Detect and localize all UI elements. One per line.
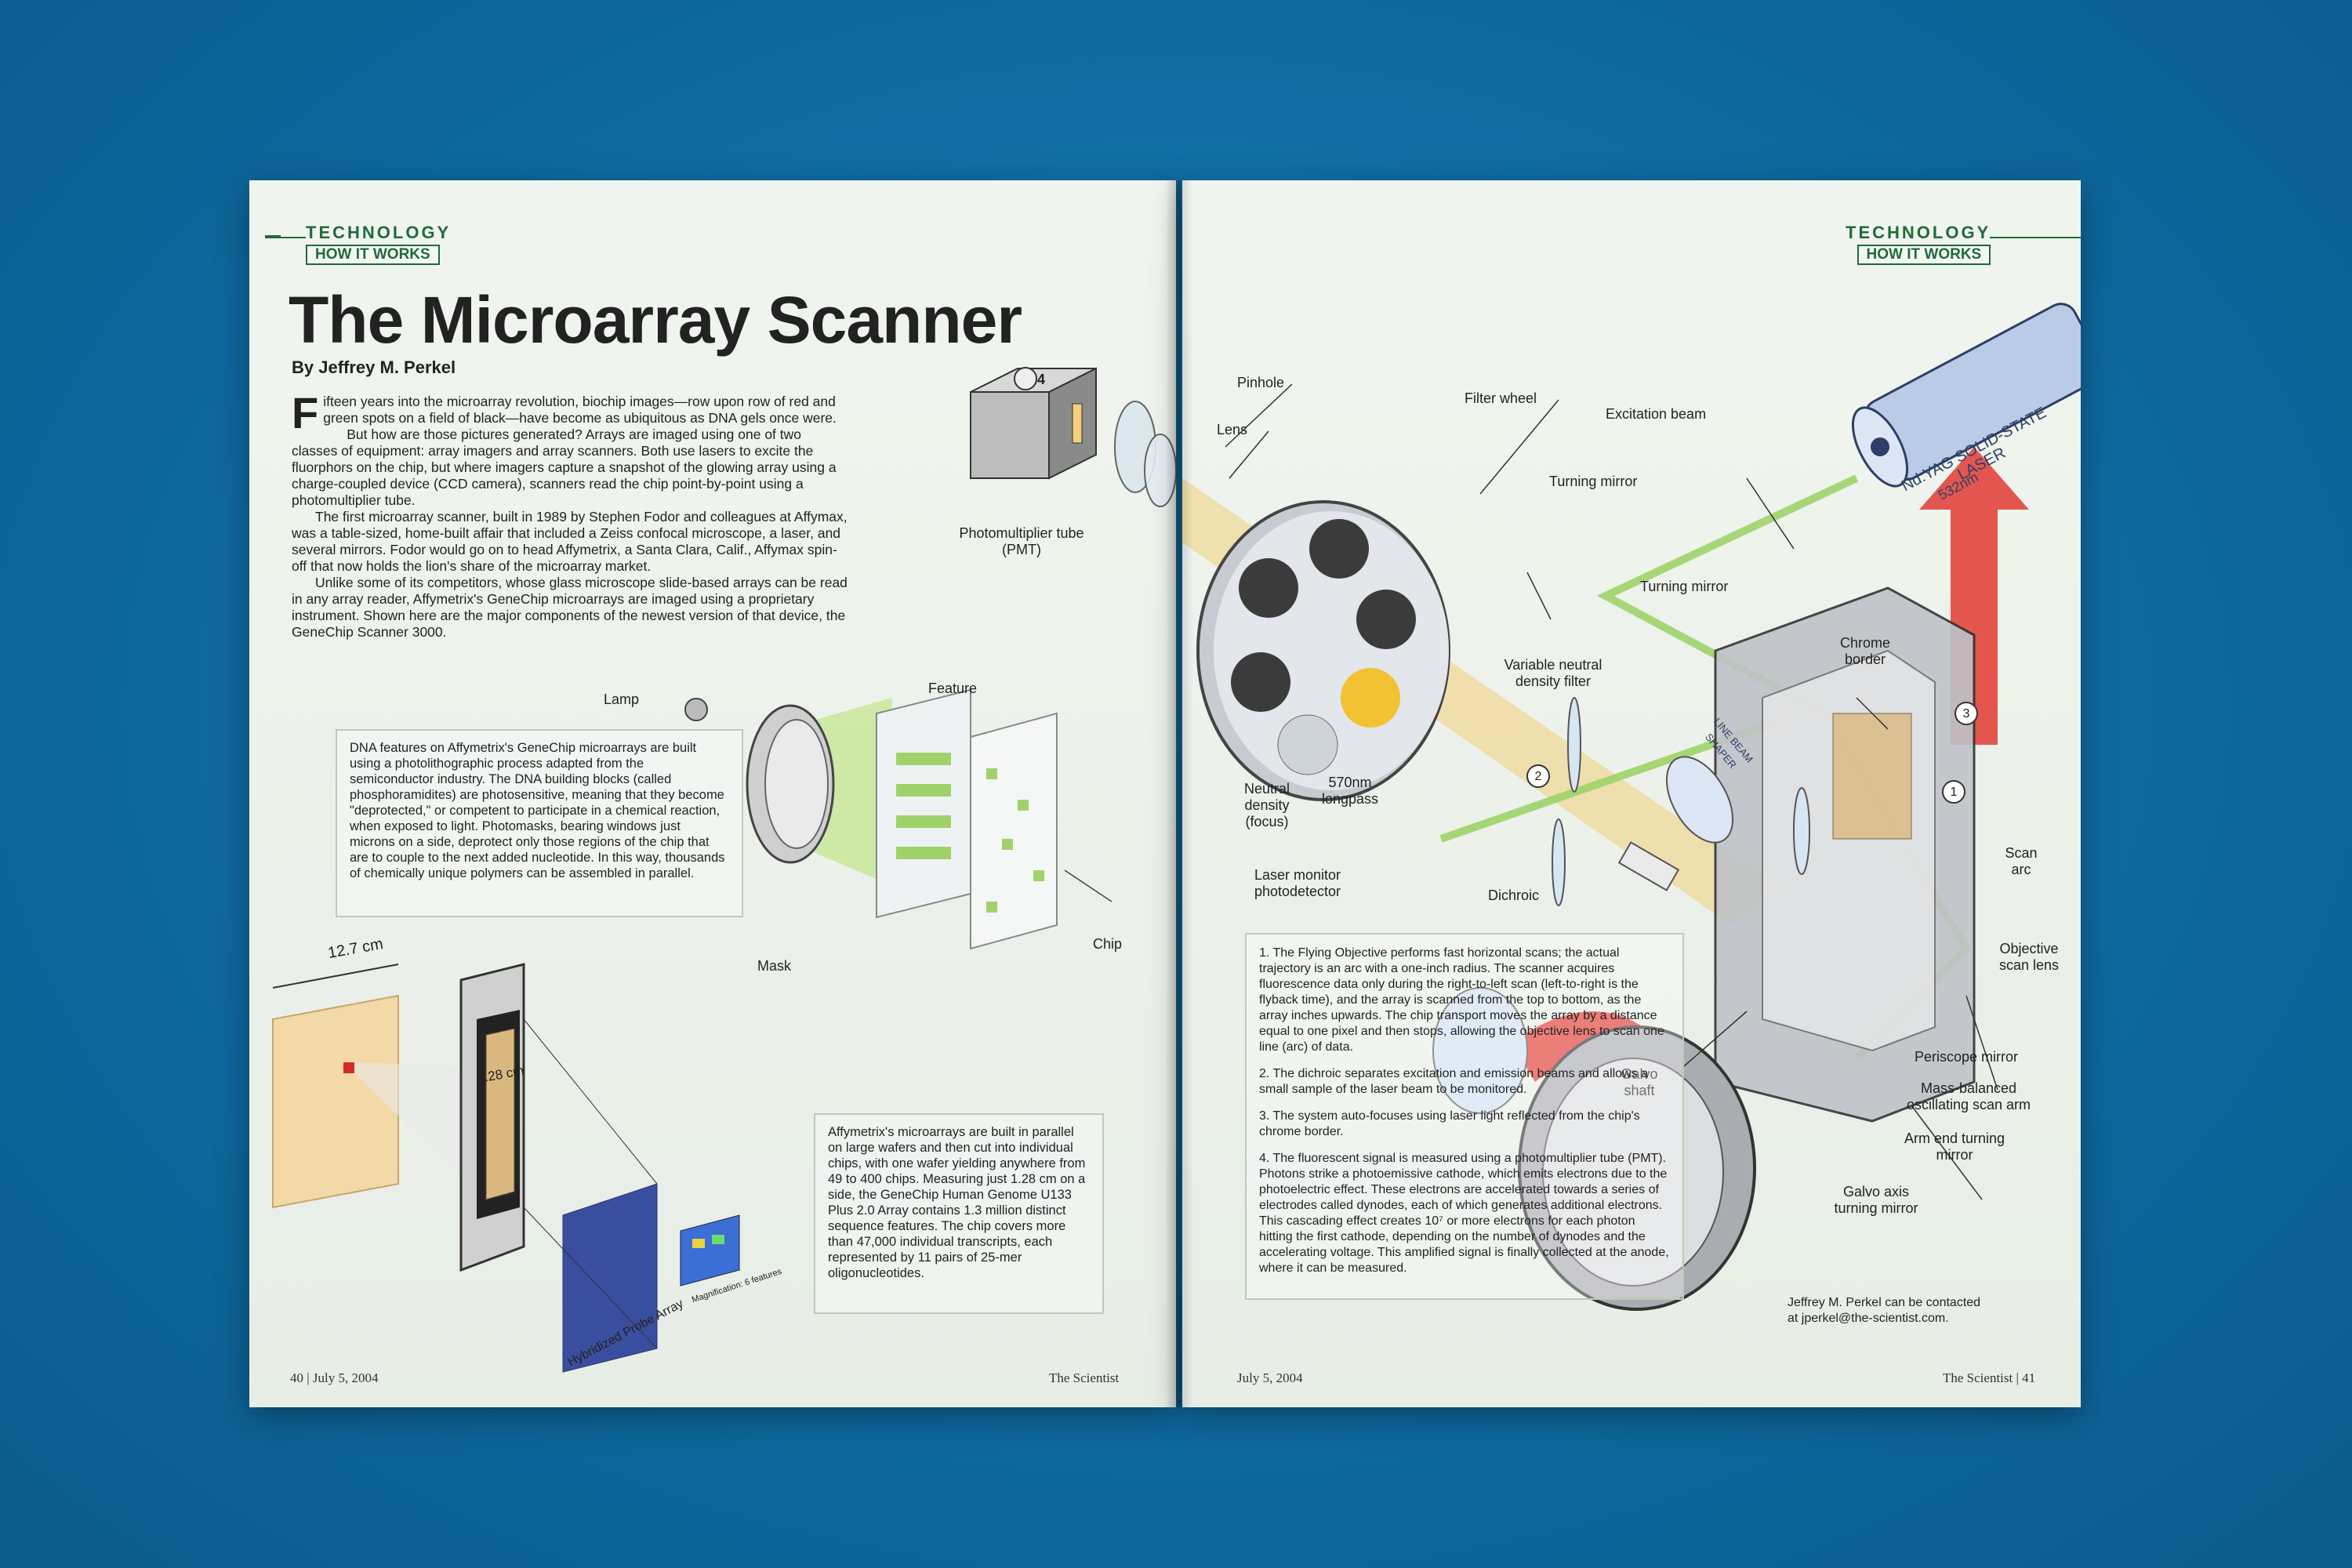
- pmt-number: 4: [1036, 372, 1045, 387]
- left-folio-date: 40 | July 5, 2004: [290, 1370, 379, 1385]
- note-4: 4. The fluorescent signal is measured us…: [1259, 1152, 1669, 1275]
- pmt-label: Photomultiplier tube (PMT): [959, 525, 1084, 557]
- num-3: 3: [1962, 707, 1970, 720]
- filter-wheel: [1196, 500, 1450, 801]
- spine-gutter: [1165, 180, 1193, 1407]
- lamp-label: Lamp: [604, 691, 640, 707]
- note-3: 3. The system auto-focuses using laser l…: [1259, 1109, 1640, 1138]
- left-page: TECHNOLOGY HOW IT WORKS The Microarray S…: [249, 180, 1176, 1407]
- num-2: 2: [1534, 770, 1542, 783]
- chip-grid: [970, 712, 1058, 950]
- mask-label: Mask: [757, 958, 792, 974]
- turning-mirror-2-label: Turning mirror: [1640, 579, 1729, 594]
- section-header-right: TECHNOLOGY HOW IT WORKS: [1846, 223, 1991, 265]
- galvo-axis-label: Galvo axis turning mirror: [1834, 1184, 1918, 1216]
- objective-label: Objective scan lens: [1998, 941, 2060, 973]
- contact-info: Jeffrey M. Perkel can be contacted at jp…: [1788, 1296, 1981, 1325]
- byline: By Jeffrey M. Perkel: [292, 358, 456, 377]
- section-subtitle: HOW IT WORKS: [306, 245, 440, 265]
- photomask: [876, 688, 971, 919]
- mass-balanced-label: Mass-balanced oscillating scan arm: [1906, 1080, 2031, 1112]
- paragraph-1: ifteen years into the microarray revolut…: [323, 394, 837, 426]
- vndf-label: Variable neutral density filter: [1504, 657, 1602, 689]
- section-subtitle: HOW IT WORKS: [1857, 245, 1991, 265]
- note-1: 1. The Flying Objective performs fast ho…: [1259, 946, 1664, 1054]
- scan-arc-label: Scan arc: [2005, 845, 2038, 877]
- galvo-shaft-label: Galvo shaft: [1621, 1066, 1658, 1098]
- paragraph-2: But how are those pictures generated? Ar…: [292, 426, 837, 508]
- laser-monitor-label: Laser monitor photodetector: [1254, 867, 1341, 899]
- photolithography-box: DNA features on Affymetrix's GeneChip mi…: [336, 729, 743, 917]
- scan-arm: [1714, 586, 1976, 1123]
- feature-label: Feature: [928, 681, 978, 696]
- longpass-label: 570nm longpass: [1321, 775, 1379, 807]
- pmt-illustration: [970, 367, 1176, 507]
- drop-cap: F: [292, 388, 319, 437]
- chip-cartridge: [459, 963, 525, 1272]
- photolithography-illustration: [684, 688, 1112, 950]
- lens-label: Lens: [1217, 422, 1248, 437]
- section-title: TECHNOLOGY: [1846, 223, 1991, 242]
- filter-wheel-label: Filter wheel: [1465, 390, 1537, 406]
- numbered-notes: 1. The Flying Objective performs fast ho…: [1245, 933, 1684, 1300]
- left-folio-pub: The Scientist: [1049, 1370, 1120, 1385]
- article-title: The Microarray Scanner: [289, 283, 1022, 357]
- right-folio-pub: The Scientist | 41: [1943, 1370, 2036, 1385]
- periscope-label: Periscope mirror: [1914, 1049, 2019, 1065]
- excitation-beam-label: Excitation beam: [1606, 406, 1707, 422]
- arm-end-label: Arm end turning mirror: [1904, 1131, 2005, 1163]
- scanner-illustration: [1182, 303, 2081, 1311]
- dichroic-label: Dichroic: [1488, 887, 1540, 903]
- laser: [1851, 303, 2081, 488]
- section-header-left: TECHNOLOGY HOW IT WORKS: [306, 223, 451, 265]
- chip-label: Chip: [1093, 936, 1123, 952]
- num-1: 1: [1950, 786, 1958, 799]
- wafer-chip-illustration: [272, 963, 740, 1373]
- galvo: [1518, 1025, 1756, 1311]
- paragraph-4: Unlike some of its competitors, whose gl…: [292, 575, 848, 640]
- right-page: TECHNOLOGY HOW IT WORKS: [1182, 180, 2081, 1407]
- wafer-box: Affymetrix's microarrays are built in pa…: [814, 1113, 1104, 1314]
- section-title: TECHNOLOGY: [306, 223, 452, 242]
- note-2: 2. The dichroic separates excitation and…: [1259, 1067, 1648, 1096]
- right-folio-date: July 5, 2004: [1237, 1370, 1303, 1385]
- paragraph-3: The first microarray scanner, built in 1…: [292, 509, 848, 574]
- pinhole-label: Pinhole: [1237, 375, 1285, 390]
- neutral-density-label: Neutral density (focus): [1243, 781, 1290, 829]
- chrome-border-label: Chrome border: [1839, 635, 1891, 667]
- turning-mirror-1-label: Turning mirror: [1549, 474, 1638, 489]
